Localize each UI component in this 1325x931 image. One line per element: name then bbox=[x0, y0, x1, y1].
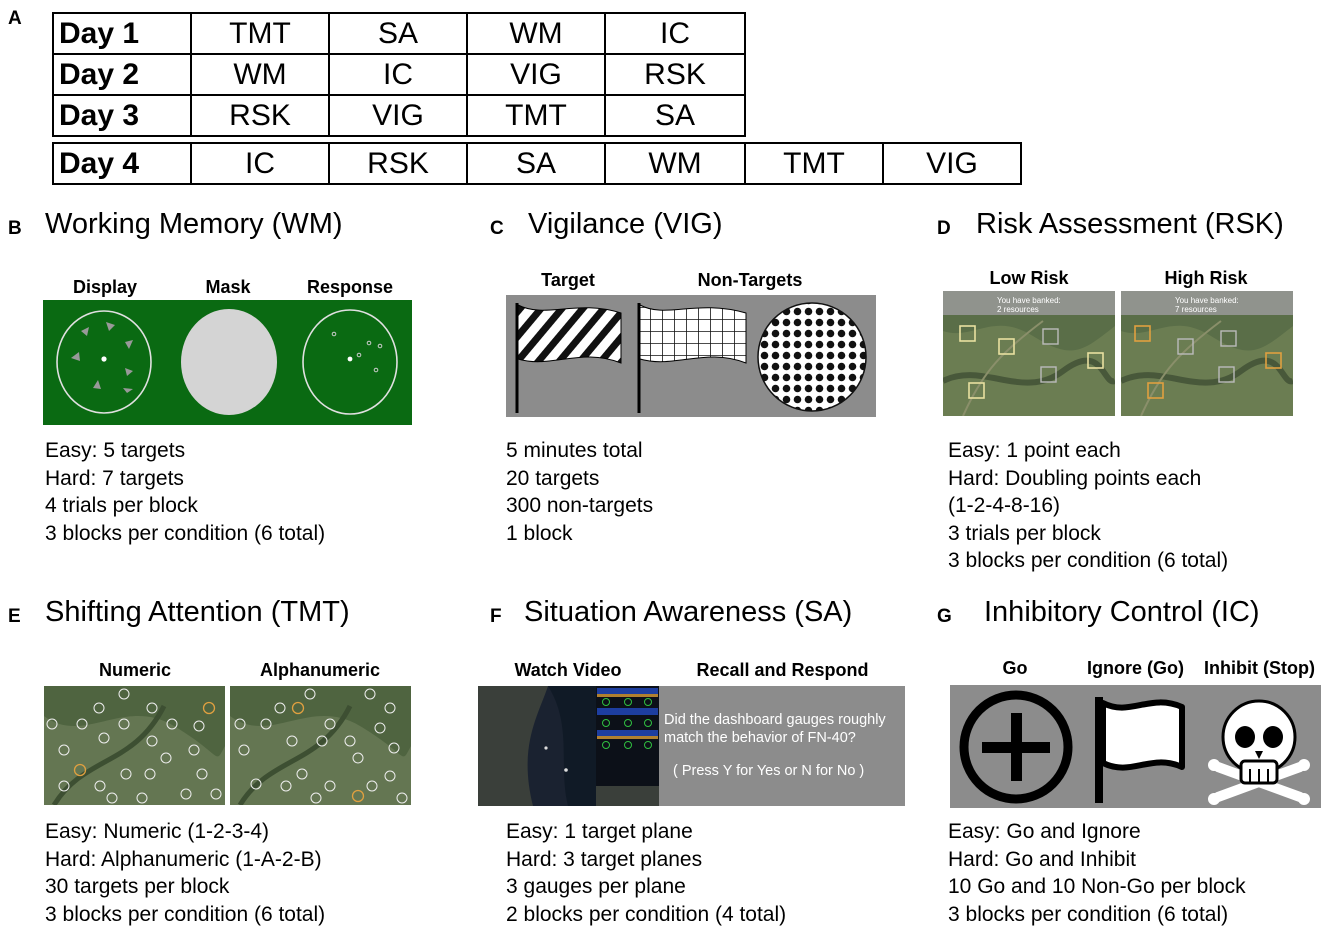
desc-line: 3 blocks per condition (6 total) bbox=[45, 902, 326, 926]
task-cell: WM bbox=[466, 12, 606, 55]
panel-title-vig: Vigilance (VIG) bbox=[528, 208, 723, 240]
desc-line: Easy: Numeric (1-2-3-4) bbox=[45, 820, 270, 843]
panel-title-tmt: Shifting Attention (TMT) bbox=[45, 596, 350, 628]
label-low-risk: Low Risk bbox=[989, 268, 1069, 288]
task-cell: SA bbox=[466, 142, 606, 185]
panel-letter-b: B bbox=[8, 218, 22, 239]
desc-line: Hard: Go and Inhibit bbox=[948, 847, 1136, 871]
task-cell: TMT bbox=[744, 142, 884, 185]
desc-line: 3 blocks per condition (6 total) bbox=[948, 549, 1229, 573]
task-cell: RSK bbox=[328, 142, 468, 185]
desc-line: 30 targets per block bbox=[45, 875, 230, 899]
task-cell: IC bbox=[604, 12, 746, 55]
label-numeric: Numeric bbox=[98, 660, 172, 680]
task-cell: VIG bbox=[882, 142, 1022, 185]
label-alphanumeric: Alphanumeric bbox=[259, 660, 381, 680]
desc-line: Hard: 7 targets bbox=[45, 466, 184, 490]
wm-stimulus-image bbox=[43, 300, 412, 425]
label-response: Response bbox=[306, 277, 394, 297]
desc-line: 1 block bbox=[506, 521, 573, 545]
panel-title-rsk: Risk Assessment (RSK) bbox=[976, 208, 1284, 240]
plus-circle-icon bbox=[959, 690, 1073, 804]
desc-line: 10 Go and 10 Non-Go per block bbox=[948, 875, 1246, 899]
task-cell: TMT bbox=[190, 12, 330, 55]
numeric-trail-map-image bbox=[44, 686, 225, 805]
task-cell: RSK bbox=[604, 53, 746, 96]
banked-label: You have banked: bbox=[997, 296, 1061, 305]
panel-letter-d: D bbox=[937, 218, 951, 239]
desc-line: 3 blocks per condition (6 total) bbox=[45, 521, 326, 545]
label-watch-video: Watch Video bbox=[514, 660, 622, 680]
task-cell: SA bbox=[328, 12, 468, 55]
panel-letter-c: C bbox=[490, 218, 504, 239]
task-cell: VIG bbox=[466, 53, 606, 96]
desc-line: 3 gauges per plane bbox=[506, 875, 686, 899]
desc-line: 4 trials per block bbox=[45, 494, 198, 518]
day-cell: Day 2 bbox=[52, 53, 192, 96]
desc-line: Easy: 1 point each bbox=[948, 439, 1121, 462]
label-high-risk: High Risk bbox=[1164, 268, 1248, 288]
panel-title-ic: Inhibitory Control (IC) bbox=[984, 596, 1260, 628]
label-ignore-go: Ignore (Go) bbox=[1087, 658, 1184, 678]
ic-description: Easy: Go and Ignore Hard: Go and Inhibit… bbox=[948, 818, 1246, 928]
desc-line: Easy: Go and Ignore bbox=[948, 820, 1141, 843]
alphanumeric-trail-map-image bbox=[230, 686, 411, 805]
desc-line: (1-2-4-8-16) bbox=[948, 494, 1061, 518]
banked-label: You have banked: bbox=[1175, 296, 1239, 305]
desc-line: 3 blocks per condition (6 total) bbox=[948, 902, 1229, 926]
sa-video-frame-image bbox=[478, 686, 659, 806]
task-cell: SA bbox=[604, 94, 746, 137]
label-recall-respond: Recall and Respond bbox=[696, 660, 869, 680]
sa-description: Easy: 1 target plane Hard: 3 target plan… bbox=[506, 818, 786, 928]
panel-letter-f: F bbox=[490, 606, 502, 627]
panel-title-wm: Working Memory (WM) bbox=[45, 208, 343, 240]
wm-description: Easy: 5 targets Hard: 7 targets 4 trials… bbox=[45, 437, 325, 547]
desc-line: Hard: Alphanumeric (1-A-2-B) bbox=[45, 847, 322, 871]
desc-line: Hard: 3 target planes bbox=[506, 847, 703, 871]
desc-line: 3 trials per block bbox=[948, 521, 1101, 545]
question-line: Did the dashboard gauges roughly bbox=[664, 712, 886, 728]
task-cell: VIG bbox=[328, 94, 468, 137]
day-cell: Day 4 bbox=[52, 142, 192, 185]
day-cell: Day 3 bbox=[52, 94, 192, 137]
flag-icon bbox=[1095, 697, 1185, 803]
question-line: match the behavior of FN-40? bbox=[664, 730, 856, 746]
label-go: Go bbox=[1002, 658, 1028, 678]
desc-line: 20 targets bbox=[506, 466, 600, 490]
task-cell: RSK bbox=[190, 94, 330, 137]
vig-description: 5 minutes total 20 targets 300 non-targe… bbox=[506, 437, 653, 547]
skull-crossbones-icon bbox=[1208, 699, 1310, 805]
task-cell: IC bbox=[328, 53, 468, 96]
label-mask: Mask bbox=[205, 277, 251, 297]
desc-line: 2 blocks per condition (4 total) bbox=[506, 902, 787, 926]
sa-recall-question-panel: Did the dashboard gauges roughly match t… bbox=[659, 686, 905, 806]
low-risk-map-image: You have banked: 2 resources bbox=[943, 291, 1115, 416]
panel-title-sa: Situation Awareness (SA) bbox=[524, 596, 853, 628]
task-cell: IC bbox=[190, 142, 330, 185]
ic-stimulus-image bbox=[950, 685, 1321, 808]
desc-line: Hard: Doubling points each bbox=[948, 466, 1202, 490]
task-cell: WM bbox=[190, 53, 330, 96]
label-inhibit-stop: Inhibit (Stop) bbox=[1204, 658, 1315, 678]
desc-line: Easy: 5 targets bbox=[45, 439, 186, 462]
panel-letter-g: G bbox=[937, 606, 952, 627]
day-cell: Day 1 bbox=[52, 12, 192, 55]
task-cell: TMT bbox=[466, 94, 606, 137]
rsk-description: Easy: 1 point each Hard: Doubling points… bbox=[948, 437, 1228, 575]
label-target: Target bbox=[541, 270, 595, 290]
desc-line: 300 non-targets bbox=[506, 494, 654, 518]
panel-letter-a: A bbox=[8, 8, 22, 29]
label-non-targets: Non-Targets bbox=[697, 270, 803, 290]
desc-line: Easy: 1 target plane bbox=[506, 820, 693, 843]
desc-line: 5 minutes total bbox=[506, 439, 643, 462]
label-display: Display bbox=[72, 277, 138, 297]
task-cell: WM bbox=[604, 142, 746, 185]
panel-letter-e: E bbox=[8, 606, 21, 627]
tmt-description: Easy: Numeric (1-2-3-4) Hard: Alphanumer… bbox=[45, 818, 325, 928]
response-prompt: ( Press Y for Yes or N for No ) bbox=[673, 763, 865, 779]
vig-stimulus-image bbox=[506, 295, 876, 417]
banked-value: 2 resources bbox=[997, 305, 1039, 314]
high-risk-map-image: You have banked: 7 resources bbox=[1121, 291, 1293, 416]
banked-value: 7 resources bbox=[1175, 305, 1217, 314]
